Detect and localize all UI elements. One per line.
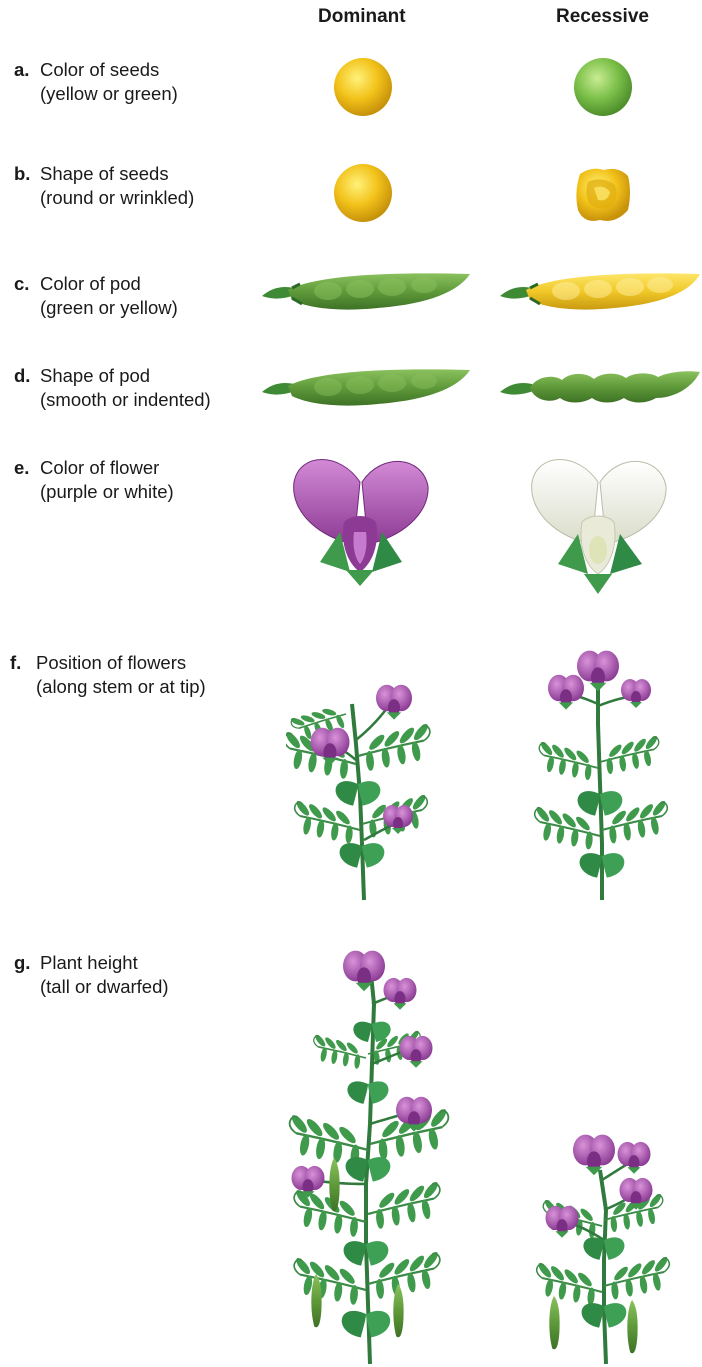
trait-options: (round or wrinkled) (14, 186, 194, 210)
yellow-pod (496, 264, 702, 318)
dwarf-plant (532, 1110, 696, 1367)
trait-name: Position of flowers (36, 652, 186, 673)
white-flower (528, 452, 670, 600)
trait-letter: g. (14, 951, 40, 975)
wrinkled-seed (570, 162, 636, 228)
yellow-seed (330, 54, 396, 120)
terminal-flower-plant (530, 644, 690, 904)
trait-options: (yellow or green) (14, 82, 178, 106)
trait-letter: a. (14, 58, 40, 82)
axial-flower-plant (286, 644, 446, 904)
trait-name: Color of flower (40, 457, 159, 478)
trait-flower-position: f.Position of flowers (along stem or at … (10, 651, 206, 699)
trait-options: (smooth or indented) (14, 388, 211, 412)
purple-flower (290, 452, 432, 590)
trait-flower-color: e.Color of flower (purple or white) (14, 456, 174, 504)
trait-name: Plant height (40, 952, 138, 973)
tall-plant (286, 944, 466, 1367)
trait-options: (along stem or at tip) (10, 675, 206, 699)
trait-letter: d. (14, 364, 40, 388)
dominant-header: Dominant (318, 6, 406, 28)
trait-letter: b. (14, 162, 40, 186)
trait-pod-color: c.Color of pod (green or yellow) (14, 272, 178, 320)
trait-options: (green or yellow) (14, 296, 178, 320)
trait-options: (tall or dwarfed) (14, 975, 169, 999)
trait-seed-color: a.Color of seeds (yellow or green) (14, 58, 178, 106)
trait-seed-shape: b.Shape of seeds (round or wrinkled) (14, 162, 194, 210)
trait-name: Color of pod (40, 273, 141, 294)
trait-letter: c. (14, 272, 40, 296)
smooth-pod (258, 362, 474, 410)
trait-letter: e. (14, 456, 40, 480)
trait-pod-shape: d.Shape of pod (smooth or indented) (14, 364, 211, 412)
trait-name: Shape of seeds (40, 163, 169, 184)
trait-plant-height: g.Plant height (tall or dwarfed) (14, 951, 169, 999)
trait-name: Shape of pod (40, 365, 150, 386)
green-pod (258, 264, 474, 318)
trait-options: (purple or white) (14, 480, 174, 504)
recessive-header: Recessive (556, 6, 649, 28)
trait-letter: f. (10, 651, 36, 675)
indented-pod (496, 362, 702, 410)
round-seed (330, 160, 396, 226)
green-seed (570, 54, 636, 120)
trait-name: Color of seeds (40, 59, 159, 80)
